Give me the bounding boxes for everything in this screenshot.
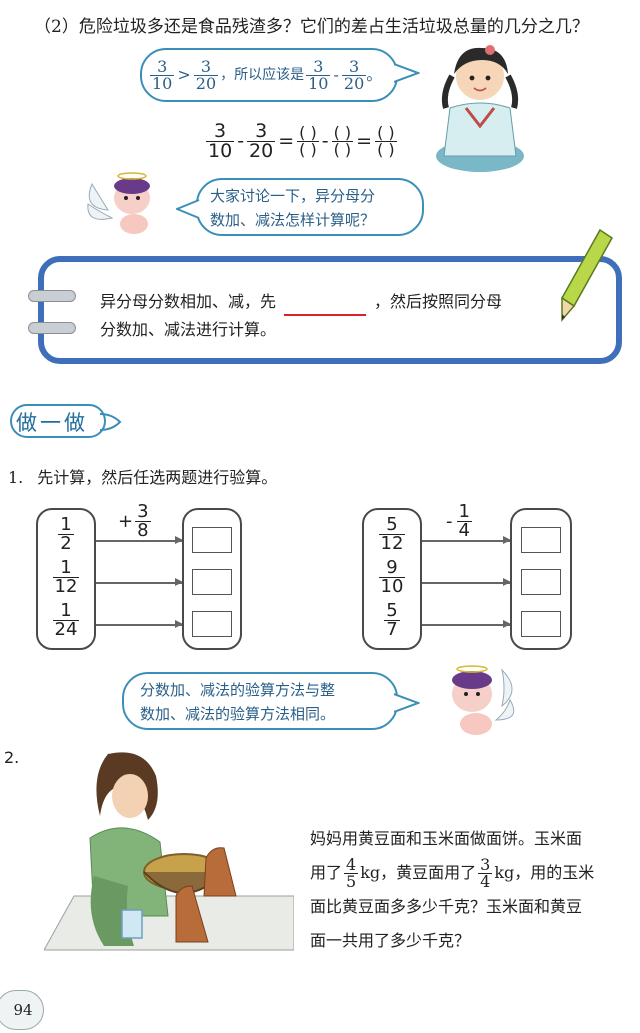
- minus-sign: -: [237, 130, 245, 152]
- section-title: 做一做: [16, 411, 88, 435]
- arrow-icon: [96, 579, 183, 585]
- angel-bubble-content: 分数加、减法的验算方法与整 数加、减法的验算方法相同。: [140, 681, 336, 723]
- bubble-text: ，所以应该是: [220, 67, 305, 83]
- angel-bubble-content: 大家讨论一下，异分母分 数加、减法怎样计算呢？: [210, 187, 376, 229]
- answer-box[interactable]: [521, 527, 561, 553]
- ring-binder: [28, 322, 76, 334]
- mother-cooking-illustration: [44, 752, 294, 951]
- angel-speech-bubble: [122, 672, 398, 730]
- arrow-icon: [96, 621, 183, 627]
- angel-illustration: [452, 665, 515, 735]
- arrow-icon: [96, 537, 183, 543]
- answer-box[interactable]: [192, 611, 232, 637]
- section-title-badge: [10, 404, 106, 438]
- input-column-box: [36, 508, 96, 650]
- minus-sign: -: [321, 130, 329, 152]
- question-number: （2）: [34, 17, 79, 37]
- plus-sign: +: [118, 510, 134, 532]
- question-2-heading: （2）危险垃圾多还是食品残渣多？它们的差占生活垃圾总量的几分之几？: [34, 12, 589, 37]
- greater-than-sign: >: [177, 65, 191, 84]
- answer-box[interactable]: [192, 527, 232, 553]
- exercise-2-number: 2.: [4, 748, 20, 767]
- exercise-1-heading: 1.先计算，然后任选两题进行验算。: [8, 468, 278, 487]
- arrow-icon: [422, 537, 511, 543]
- answer-box[interactable]: [521, 611, 561, 637]
- arrow-icon: [422, 579, 511, 585]
- blank-fraction: ( )( ): [331, 122, 354, 159]
- fill-in-blank[interactable]: [284, 296, 367, 316]
- minus-sign: -: [333, 65, 339, 84]
- angel-bubble-tail: [394, 693, 420, 713]
- blank-fraction: ( )( ): [375, 122, 397, 159]
- arrow-icon: [422, 621, 511, 627]
- input-column-box: [362, 508, 422, 650]
- girl-bubble-tail: [394, 63, 420, 83]
- ring-binder: [28, 290, 76, 302]
- question-text: 危险垃圾多还是食品残渣多？它们的差占生活垃圾总量的几分之几？: [78, 17, 589, 37]
- equals-sign: =: [356, 130, 373, 152]
- rule-text: 异分母分数相加、减，先，然后按照同分母 分数加、减法进行计算。: [100, 292, 503, 339]
- angel-illustration: [87, 172, 150, 234]
- blank-fraction: ( )( ): [297, 122, 319, 159]
- page-number-badge: 94: [0, 990, 44, 1030]
- angel-bubble-tail: [176, 199, 200, 219]
- angel-speech-bubble: [196, 178, 424, 236]
- girl-illustration: [436, 45, 524, 172]
- equals-sign: =: [278, 130, 295, 152]
- rule-box: [38, 256, 622, 364]
- section-badge-tail: [99, 413, 122, 431]
- answer-box[interactable]: [521, 569, 561, 595]
- answer-box[interactable]: [192, 569, 232, 595]
- bubble-text: 。: [366, 65, 383, 84]
- minus-sign: -: [446, 510, 453, 532]
- page-number: 94: [13, 1001, 33, 1019]
- pencil-icon: [561, 228, 613, 323]
